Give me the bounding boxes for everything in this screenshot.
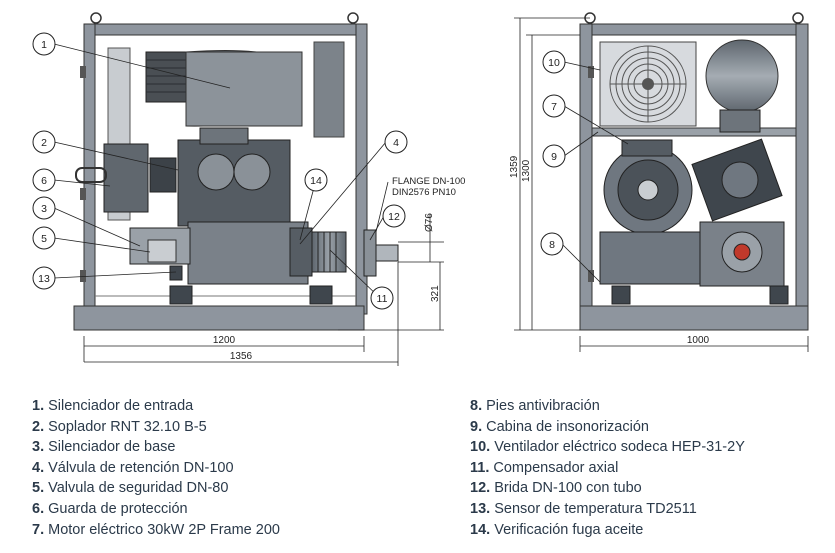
dim-width-total: 1356 bbox=[230, 351, 253, 362]
legend-item: 3. Silenciador de base bbox=[32, 439, 176, 456]
flange-tube bbox=[363, 229, 377, 277]
frame-post-right bbox=[795, 23, 809, 315]
legend-item: 13. Sensor de temperatura TD2511 bbox=[470, 500, 697, 517]
callout-14: 14 bbox=[310, 175, 322, 187]
dim-width-inner: 1200 bbox=[213, 335, 236, 346]
flange-note-line2: DIN2576 PN10 bbox=[392, 187, 456, 198]
callout-5: 5 bbox=[41, 233, 47, 245]
legend-item: 8. Pies antivibración bbox=[470, 398, 600, 414]
callout-7: 7 bbox=[551, 101, 557, 113]
callout-11: 11 bbox=[377, 293, 388, 305]
lifting-eye bbox=[347, 12, 359, 24]
frame-top-rail bbox=[83, 23, 367, 36]
antivibration-foot bbox=[769, 285, 789, 305]
callout-3: 3 bbox=[41, 203, 47, 215]
legend-left: 1. Silenciador de entrada 2. Soplador RN… bbox=[32, 396, 280, 540]
antivibration-foot bbox=[309, 285, 333, 305]
legend-item: 1. Silenciador de entrada bbox=[32, 398, 194, 414]
callout-8: 8 bbox=[549, 239, 555, 251]
legend-item: 12. Brida DN-100 con tubo bbox=[470, 480, 642, 497]
callout-10: 10 bbox=[548, 57, 560, 69]
axial-compensator bbox=[311, 231, 347, 273]
side-view: 1200 1356 Ø76 321 FLANGE DN-100 DIN2576 … bbox=[73, 12, 465, 366]
front-view: 1359 1300 1000 bbox=[509, 12, 809, 352]
antivibration-foot bbox=[611, 285, 631, 305]
blower bbox=[177, 139, 291, 227]
legend-item: 10. Ventilador eléctrico sodeca HEP-31-2… bbox=[470, 439, 745, 456]
legend-item: 5. Valvula de seguridad DN-80 bbox=[32, 480, 229, 497]
legend-item: 2. Soplador RNT 32.10 B-5 bbox=[32, 418, 207, 435]
callout-1: 1 bbox=[41, 39, 47, 51]
callout-13: 13 bbox=[38, 273, 50, 285]
base-frame bbox=[73, 305, 365, 331]
callout-6: 6 bbox=[41, 175, 47, 187]
legend-right: 8. Pies antivibración 9. Cabina de inson… bbox=[470, 396, 745, 540]
dim-diameter: Ø76 bbox=[424, 213, 435, 232]
callout-4: 4 bbox=[393, 137, 399, 149]
protection-guard bbox=[103, 143, 149, 213]
dim-shaft-height: 321 bbox=[430, 285, 441, 302]
temperature-sensor bbox=[169, 265, 183, 281]
flange-note-line1: FLANGE DN-100 bbox=[392, 176, 465, 187]
legend-item: 11. Compensador axial bbox=[470, 459, 619, 476]
legend-item: 7. Motor eléctrico 30kW 2P Frame 200 bbox=[32, 521, 280, 538]
inner-panel bbox=[313, 41, 345, 138]
electric-fan bbox=[599, 41, 697, 127]
motor bbox=[187, 221, 309, 285]
antivibration-foot bbox=[169, 285, 193, 305]
inlet-silencer bbox=[705, 39, 779, 113]
legend-item: 4. Válvula de retención DN-100 bbox=[32, 459, 234, 476]
legend-item: 9. Cabina de insonorización bbox=[470, 418, 649, 435]
technical-drawing: 1200 1356 Ø76 321 FLANGE DN-100 DIN2576 … bbox=[32, 12, 809, 366]
callout-bubbles bbox=[32, 32, 566, 310]
frame-top-rail bbox=[579, 23, 809, 36]
dim-depth: 1000 bbox=[687, 335, 710, 346]
dim-height-1300: 1300 bbox=[521, 159, 532, 182]
dim-height-1359: 1359 bbox=[509, 155, 520, 178]
legend-item: 14. Verificación fuga aceite bbox=[470, 521, 644, 538]
lifting-eye bbox=[792, 12, 804, 24]
callout-9: 9 bbox=[551, 151, 557, 163]
base-frame bbox=[579, 305, 809, 331]
lifting-eye bbox=[90, 12, 102, 24]
callout-12: 12 bbox=[388, 211, 400, 223]
callout-2: 2 bbox=[41, 137, 47, 149]
legend-item: 6. Guarda de protección bbox=[32, 500, 188, 517]
